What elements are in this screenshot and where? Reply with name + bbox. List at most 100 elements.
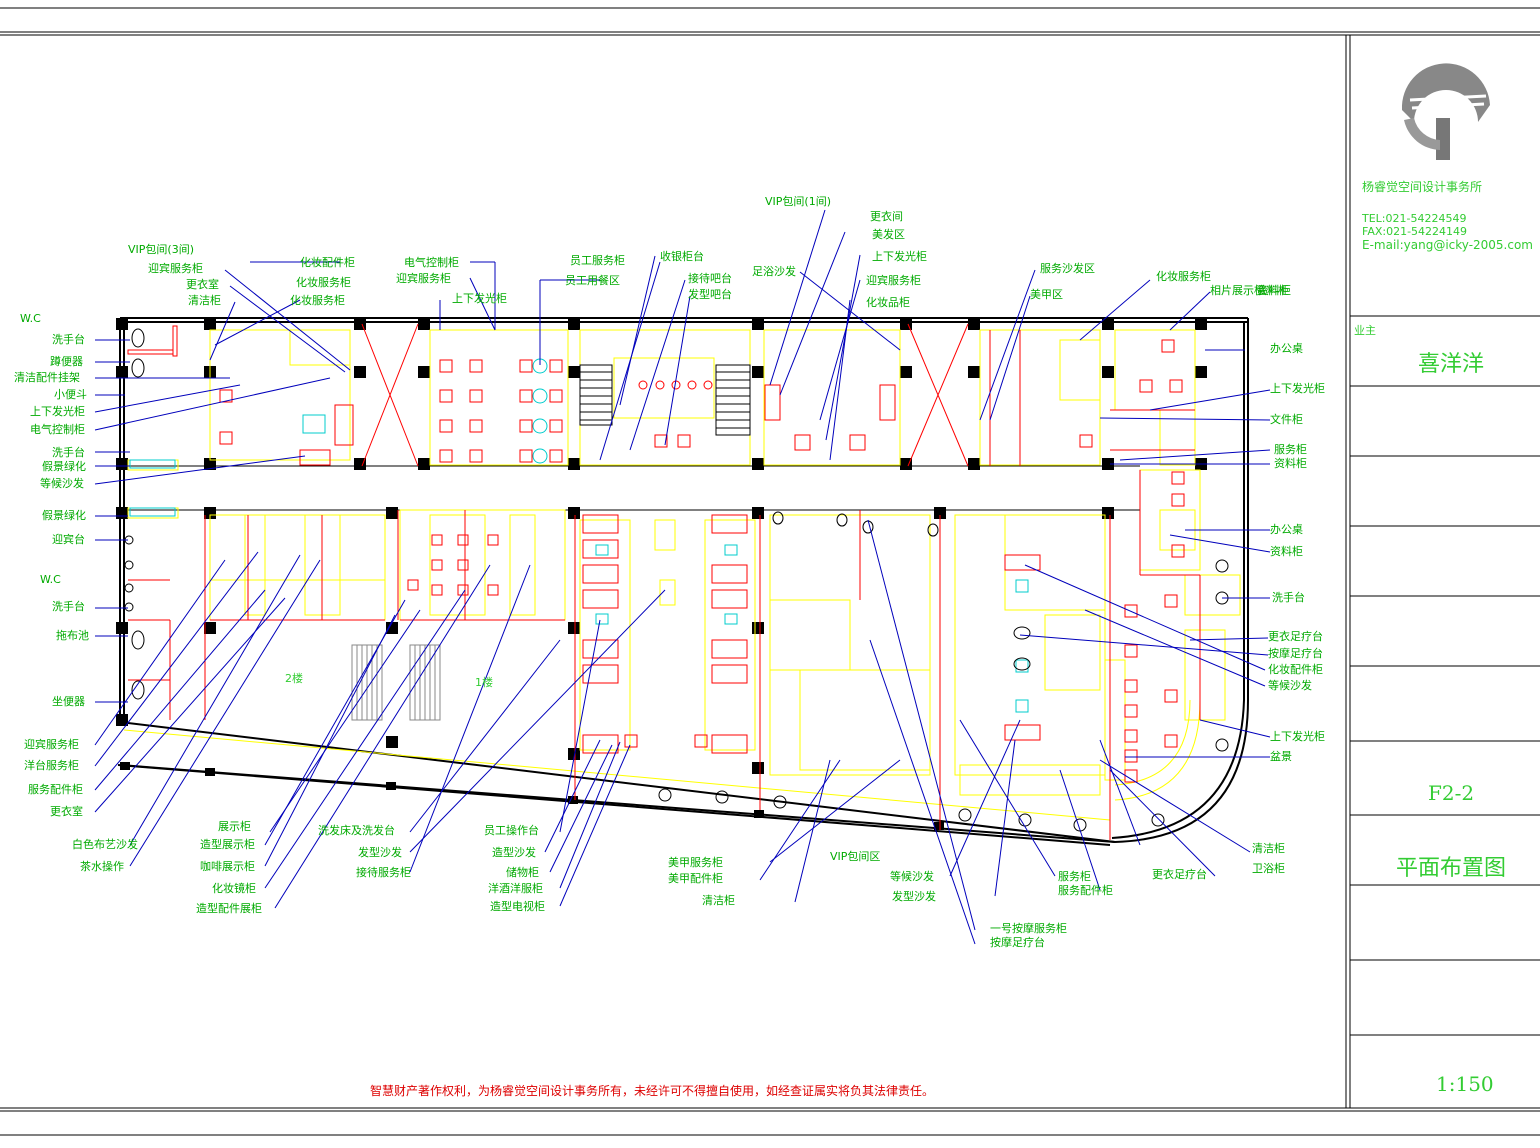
annotation-top_right-3: 迎宾服务柜 — [866, 273, 921, 287]
annotation-right-4: 服务柜 — [1274, 443, 1307, 456]
annotation-left-1: 蹲便器 — [50, 354, 83, 368]
annotation-right-15: 清洁柜 — [1252, 842, 1285, 855]
drawing-frame — [0, 7, 1540, 1136]
annotation-bottom-19: 发型沙发 — [892, 889, 936, 903]
annotation-top_left-0: 迎宾服务柜 — [148, 261, 203, 275]
annotation-left-6: 洗手台 — [52, 445, 85, 459]
annotation-right-6: 办公桌 — [1270, 523, 1303, 536]
annotation-right-8: 洗手台 — [1272, 590, 1305, 604]
annotation-right-5: 资料柜 — [1274, 456, 1307, 470]
annotation-left-13: 坐便器 — [52, 695, 85, 708]
aqua-fixtures — [129, 358, 1029, 713]
annotation-right-10: 按摩足疗台 — [1268, 646, 1323, 660]
annotation-left-10: 迎宾台 — [52, 532, 85, 546]
annotation-left-14: 迎宾服务柜 — [24, 737, 79, 751]
annotation-bottom-12: 储物柜 — [506, 865, 539, 879]
leader-lines — [94, 209, 1271, 945]
annotation-bottom-17: 清洁柜 — [702, 894, 735, 907]
room-vip10: VIP包间(1间) — [765, 195, 831, 208]
annotation-right-14: 盆景 — [1270, 749, 1292, 763]
copyright-note: 智慧财产著作权利，为杨睿觉空间设计事务所有，未经许可不得擅自使用，如经查证属实将… — [370, 1083, 934, 1098]
annotation-right-16: 卫浴柜 — [1252, 862, 1285, 875]
annotation-top_right-9: 相片展示柜 — [1210, 284, 1265, 297]
annotation-bottom-22: 更衣足疗台 — [1152, 867, 1207, 881]
annotation-labels: 洗手台蹲便器清洁配件挂架小便斗上下发光柜电气控制柜洗手台假景绿化等候沙发假景绿化… — [14, 209, 1325, 949]
annotation-top_right-5: 足浴沙发 — [752, 264, 796, 278]
room-floor-1: 1楼 — [475, 675, 493, 689]
annotation-top_right-7: 美甲区 — [1030, 288, 1063, 301]
sheet-number: F2-2 — [1428, 781, 1475, 805]
annotation-bottom-0: 白色布艺沙发 — [72, 837, 138, 851]
room-vip3: VIP包间(3间) — [128, 243, 194, 256]
annotation-bottom-16: 美甲配件柜 — [668, 872, 723, 885]
annotation-right-9: 更衣足疗台 — [1268, 629, 1323, 643]
annotation-bottom-4: 咖啡展示柜 — [200, 859, 255, 873]
title-block-grid — [1350, 315, 1540, 1036]
staircase — [351, 364, 751, 721]
room-wc-1: W.C — [20, 312, 41, 325]
annotation-right-12: 等候沙发 — [1268, 678, 1312, 692]
annotation-left-7: 假景绿化 — [42, 459, 86, 473]
annotation-bottom-1: 茶水操作 — [80, 859, 124, 873]
annotation-left-5: 电气控制柜 — [30, 422, 85, 436]
annotation-top_right-8: 化妆服务柜 — [1156, 269, 1211, 283]
annotation-bottom-14: 造型电视柜 — [490, 899, 545, 913]
annotation-right-7: 资料柜 — [1270, 544, 1303, 558]
room-vip-area: VIP包间区 — [830, 850, 880, 863]
annotation-top_right-2: 上下发光柜 — [872, 249, 927, 263]
annotation-bottom-8: 发型沙发 — [358, 845, 402, 859]
annotation-right-0: 资料柜 — [1256, 283, 1289, 297]
company-name: 杨睿觉空间设计事务所 — [1362, 180, 1483, 194]
annotation-left-9: 假景绿化 — [42, 508, 86, 522]
annotation-right-13: 上下发光柜 — [1270, 729, 1325, 743]
company-tel: TEL:021-54224549 — [1362, 212, 1467, 225]
annotation-top_left-2: 清洁柜 — [188, 294, 221, 307]
annotation-top_mid-2: 收银柜台 — [660, 249, 704, 263]
annotation-bottom-15: 美甲服务柜 — [668, 856, 723, 869]
annotation-top_mid-3: 接待吧台 — [688, 271, 732, 285]
annotation-bottom-6: 造型配件展柜 — [196, 901, 262, 915]
annotation-bottom-21: 服务配件柜 — [1058, 884, 1113, 897]
annotation-bottom-18: 等候沙发 — [890, 869, 934, 883]
annotation-bottom-20: 服务柜 — [1058, 870, 1091, 883]
annotation-top_right-1: 美发区 — [872, 227, 905, 241]
company-email: E-mail:yang@icky-2005.com — [1362, 238, 1533, 252]
annotation-bottom-2: 展示柜 — [218, 820, 251, 833]
annotation-right-11: 化妆配件柜 — [1268, 662, 1323, 676]
annotation-top_mid-0: 员工服务柜 — [570, 254, 625, 267]
annotation-top_right-10: 资料柜 — [1258, 283, 1291, 297]
annotation-top_right-0: 更衣间 — [870, 209, 903, 223]
annotation-bottom-11: 造型沙发 — [492, 845, 536, 859]
annotation-left-3: 小便斗 — [54, 388, 87, 401]
drawing-title: 平面布置图 — [1396, 856, 1507, 881]
company-logo-icon — [1401, 63, 1490, 160]
annotation-top_left-5: 化妆服务柜 — [290, 293, 345, 307]
company-fax: FAX:021-54224149 — [1362, 225, 1468, 238]
room-floor-2: 2楼 — [285, 671, 303, 685]
annotation-bottom-7: 洗发床及洗发台 — [318, 823, 395, 837]
annotation-left-16: 服务配件柜 — [28, 783, 83, 796]
annotation-right-1: 办公桌 — [1270, 342, 1303, 355]
structural-columns — [116, 318, 1207, 830]
annotation-right-3: 文件柜 — [1270, 412, 1303, 426]
furniture-layout — [123, 329, 1241, 821]
annotation-left-2: 清洁配件挂架 — [14, 370, 80, 384]
annotation-bottom-5: 化妆镜柜 — [212, 881, 256, 895]
annotation-left-4: 上下发光柜 — [30, 404, 85, 418]
annotation-top_mid-4: 发型吧台 — [688, 287, 732, 301]
drawing-scale: 1:150 — [1436, 1072, 1494, 1096]
building-walls — [117, 317, 1249, 846]
annotation-left-15: 洋台服务柜 — [24, 758, 79, 772]
annotation-left-12: 拖布池 — [56, 628, 89, 642]
annotation-top_right-6: 服务沙发区 — [1040, 261, 1095, 275]
client-name: 喜洋洋 — [1418, 352, 1485, 377]
annotation-top_right-4: 化妆品柜 — [866, 295, 910, 309]
annotation-top_left-6: 电气控制柜 — [404, 255, 459, 269]
annotation-top_left-7: 迎宾服务柜 — [396, 271, 451, 285]
annotation-top_left-3: 化妆配件柜 — [300, 255, 355, 269]
annotation-top_left-8: 上下发光柜 — [452, 291, 507, 305]
room-labels: VIP包间(3间) VIP包间(1间) VIP包间区 W.C W.C 2楼 1楼 — [20, 195, 880, 863]
annotation-top_mid-1: 员工用餐区 — [565, 273, 620, 287]
annotation-left-17: 更衣室 — [50, 804, 83, 818]
